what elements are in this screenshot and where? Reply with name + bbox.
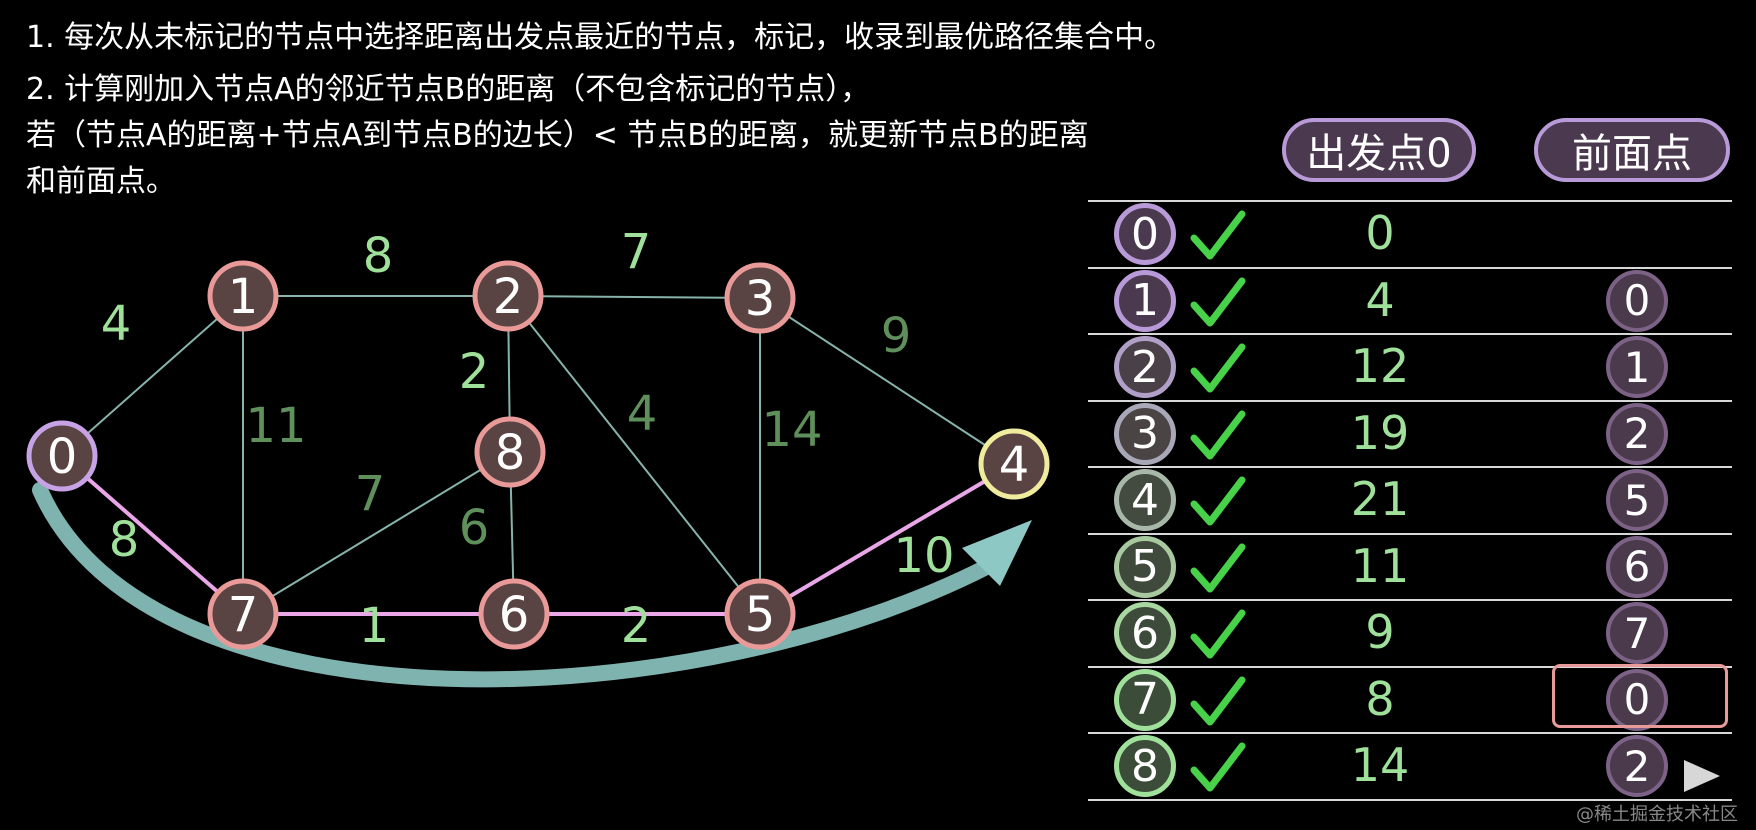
- table-node-7: 7: [1114, 668, 1176, 731]
- graph-node-label: 6: [499, 587, 530, 643]
- graph-node-label: 7: [228, 587, 259, 643]
- edge-weight-3-5: 14: [761, 402, 822, 458]
- watermark: @稀土掘金技术社区: [1576, 804, 1738, 825]
- table-prev-node: 2: [1606, 402, 1668, 465]
- graph-node-label: 0: [47, 429, 78, 485]
- instruction-line-3: 若（节点A的距离+节点A到节点B的边长）< 节点B的距离，就更新节点B的距离: [26, 118, 1089, 153]
- table-prev-node: 2: [1606, 735, 1668, 797]
- table-distance: 9: [1365, 605, 1395, 659]
- table-node-0: 0: [1114, 203, 1176, 265]
- updated-prev-highlight: [1552, 664, 1728, 728]
- table-distance: 0: [1365, 206, 1395, 260]
- graph-node-label: 5: [745, 587, 776, 643]
- graph-node-2: 2: [472, 260, 544, 332]
- table-node-5: 5: [1114, 535, 1176, 598]
- check-icon: [1190, 676, 1246, 725]
- instruction-line-2: 2. 计算刚加入节点A的邻近节点B的距离（不包含标记的节点），: [26, 72, 871, 107]
- graph-node-8: 8: [474, 416, 546, 488]
- edge-0-7: [60, 454, 245, 616]
- graph-node-1: 1: [207, 260, 279, 332]
- graph-node-label: 8: [495, 425, 526, 481]
- edge-0-1: [61, 295, 244, 457]
- table-distance: 4: [1365, 272, 1395, 327]
- graph-node-6: 6: [478, 578, 550, 650]
- table-divider: [1088, 732, 1732, 734]
- check-icon: [1190, 277, 1246, 326]
- table-distance: 19: [1350, 405, 1410, 460]
- table-node-3: 3: [1114, 402, 1176, 465]
- table-divider: [1088, 333, 1732, 335]
- table-node-8: 8: [1114, 735, 1176, 797]
- edge-weight-1-7: 11: [245, 398, 306, 454]
- check-icon: [1190, 543, 1246, 592]
- table-divider: [1088, 466, 1732, 468]
- table-distance: 14: [1350, 738, 1410, 792]
- table-divider: [1088, 665, 1732, 668]
- table-distance: 21: [1350, 472, 1410, 526]
- weights-layer: 4 8 8 11 7 2 4 9 14 7 6 1 2 10: [101, 224, 955, 654]
- graph-node-5: 5: [724, 578, 796, 650]
- nodes-layer: 0 1 2 3 4 5 6 7 8: [26, 260, 1050, 650]
- table-prev-node: 0: [1606, 668, 1668, 731]
- play-icon[interactable]: [1678, 752, 1726, 800]
- edge-weight-0-7: 8: [109, 512, 140, 568]
- check-icon: [1190, 410, 1246, 459]
- edge-weight-5-4: 10: [893, 528, 954, 584]
- table-distance: 12: [1350, 339, 1410, 393]
- edge-weight-2-3: 7: [621, 224, 652, 280]
- distance-column-header: 出发点0: [1282, 118, 1476, 182]
- table-distance: 11: [1350, 538, 1410, 593]
- edge-weight-3-4: 9: [881, 308, 912, 364]
- edge-weight-6-5: 2: [621, 598, 652, 654]
- graph-node-3: 3: [724, 262, 796, 334]
- edge-3-4: [759, 297, 1015, 465]
- table-divider: [1088, 266, 1732, 269]
- table-divider: [1088, 200, 1732, 202]
- table-node-2: 2: [1114, 336, 1176, 398]
- edge-7-8: [242, 451, 511, 615]
- edge-weight-2-5: 4: [627, 386, 658, 442]
- edge-weight-7-8: 7: [355, 466, 386, 522]
- graph-node-label: 1: [228, 269, 259, 325]
- graph-node-0: 0: [26, 420, 98, 492]
- edge-weight-1-2: 8: [363, 228, 394, 284]
- instruction-line-1: 1. 每次从未标记的节点中选择距离出发点最近的节点，标记，收录到最优路径集合中。: [26, 20, 1175, 55]
- table-prev-node: 1: [1606, 336, 1668, 398]
- instruction-line-4: 和前面点。: [26, 164, 176, 199]
- table-node-4: 4: [1114, 469, 1176, 531]
- graph-node-label: 2: [493, 269, 524, 325]
- table-divider: [1088, 599, 1732, 601]
- edge-weight-7-6: 1: [359, 598, 390, 654]
- table-prev-node: 6: [1606, 535, 1668, 598]
- graph-node-label: 4: [999, 437, 1030, 493]
- check-icon: [1190, 742, 1246, 792]
- check-icon: [1190, 210, 1246, 260]
- table-divider: [1088, 798, 1732, 801]
- shortest-path-arrow: [32, 482, 1008, 688]
- edge-weight-2-8: 2: [459, 344, 490, 400]
- table-prev-node: 7: [1606, 602, 1668, 664]
- table-node-1: 1: [1114, 269, 1176, 332]
- graph-node-4: 4: [978, 428, 1050, 500]
- graph-node-7: 7: [207, 578, 279, 650]
- graph-node-label: 3: [745, 271, 776, 327]
- check-icon: [1190, 609, 1246, 659]
- check-icon: [1190, 343, 1246, 393]
- table-node-6: 6: [1114, 602, 1176, 664]
- edge-5-4: [758, 462, 1016, 616]
- table-distance: 8: [1365, 671, 1395, 726]
- table-divider: [1088, 532, 1732, 535]
- table-prev-node: 5: [1606, 469, 1668, 531]
- table-prev-node: 0: [1606, 269, 1668, 332]
- prev-column-header: 前面点: [1534, 118, 1730, 182]
- check-icon: [1190, 476, 1246, 526]
- edge-weight-0-1: 4: [101, 296, 132, 352]
- edge-weight-8-6: 6: [459, 500, 490, 556]
- table-divider: [1088, 399, 1732, 402]
- shortest-path-arrowhead: [962, 520, 1032, 586]
- edge-2-3: [507, 295, 761, 299]
- edge-2-5: [507, 295, 761, 615]
